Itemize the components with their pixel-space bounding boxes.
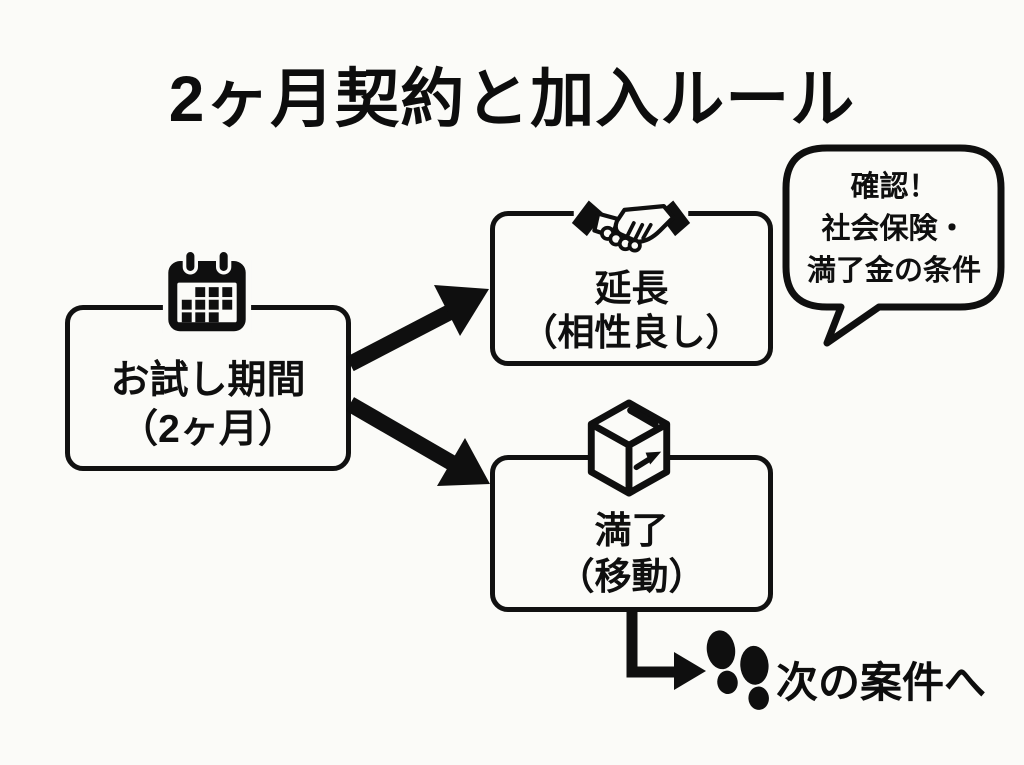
arrow-completion-to-next	[626, 610, 706, 690]
handshake-icon	[571, 196, 691, 253]
package-icon	[587, 399, 671, 497]
callout-line2: 社会保険・	[821, 213, 967, 245]
callout-bubble: 確認！ 社会保険・ 満了金の条件	[782, 144, 1006, 350]
completion-label-line2: （移動）	[557, 555, 706, 597]
completion-label-line1: 満了	[594, 509, 669, 551]
calendar-icon	[162, 249, 252, 334]
trial-period-label-line1: お試し期間	[110, 359, 306, 402]
extension-label-line2: （相性良し）	[520, 311, 743, 353]
callout-line3: 満了金の条件	[806, 255, 981, 287]
page-title: 2ヶ月契約と加入ルール	[168, 63, 856, 135]
arrow-trial-to-extension	[346, 285, 489, 372]
arrow-trial-to-completion	[345, 397, 490, 486]
next-project-label: 次の案件へ	[776, 659, 987, 706]
completion-box: 満了 （移動）	[490, 455, 773, 612]
extension-label-line1: 延長	[594, 267, 669, 309]
speech-bubble-shape	[782, 144, 1005, 347]
callout-line1: 確認！	[850, 171, 938, 203]
footprints-icon	[706, 630, 769, 710]
trial-period-label-line2: （2ヶ月）	[119, 408, 297, 451]
callout-text: 確認！ 社会保険・ 満了金の条件	[782, 166, 1006, 292]
